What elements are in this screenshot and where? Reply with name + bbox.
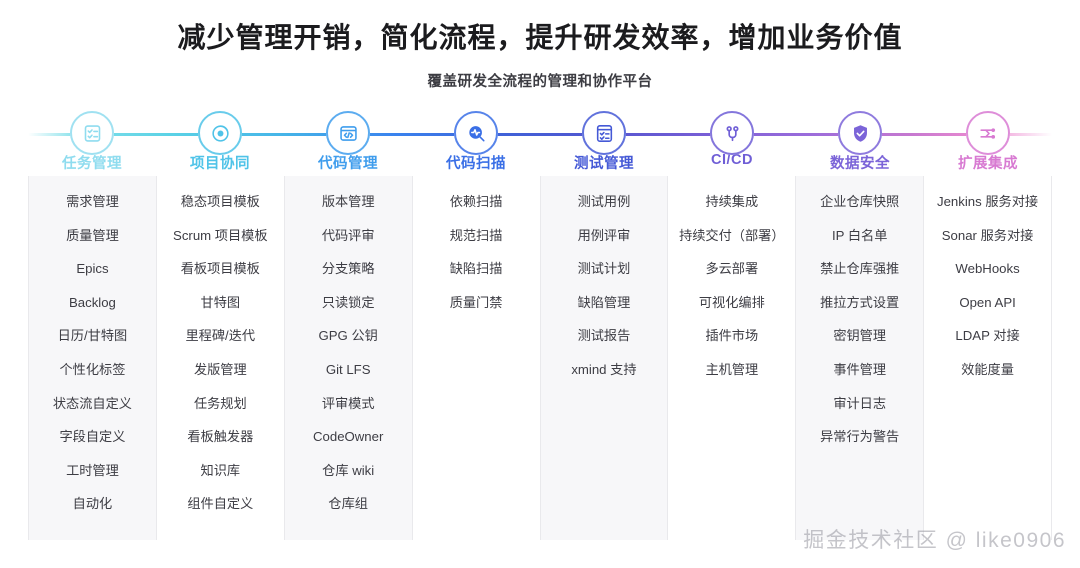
- feature-item[interactable]: xmind 支持: [571, 361, 637, 377]
- feature-column-6: 持续集成持续交付（部署） 多云部署可视化编排插件市场主机管理: [668, 176, 797, 540]
- feature-item[interactable]: 组件自定义: [187, 496, 254, 512]
- feature-item[interactable]: 效能度量: [961, 361, 1014, 377]
- feature-item[interactable]: WebHooks: [955, 261, 1020, 277]
- feature-item[interactable]: 字段自定义: [59, 429, 126, 445]
- shield-check-icon: [838, 111, 882, 155]
- feature-item[interactable]: CodeOwner: [313, 429, 384, 445]
- timeline-node-5[interactable]: [540, 105, 668, 167]
- feature-item[interactable]: 插件市场: [705, 328, 759, 344]
- feature-item[interactable]: 知识库: [200, 462, 241, 478]
- feature-item[interactable]: 缺陷扫描: [449, 261, 503, 277]
- feature-item[interactable]: 缺陷管理: [577, 294, 631, 310]
- feature-item[interactable]: 可视化编排: [698, 294, 765, 310]
- feature-item[interactable]: IP 白名单: [831, 227, 888, 243]
- feature-item[interactable]: 事件管理: [833, 361, 887, 377]
- clipboard-test-icon: [582, 111, 626, 155]
- feature-item[interactable]: 状态流自定义: [52, 395, 132, 411]
- target-circle-icon: [198, 111, 242, 155]
- feature-item[interactable]: 发版管理: [193, 361, 247, 377]
- feature-item[interactable]: 企业仓库快照: [820, 194, 900, 209]
- feature-item[interactable]: 依赖扫描: [449, 194, 503, 209]
- feature-item[interactable]: LDAP 对接: [955, 328, 1020, 344]
- feature-item[interactable]: Jenkins 服务对接: [936, 194, 1039, 209]
- feature-item[interactable]: 评审模式: [321, 395, 375, 411]
- feature-item[interactable]: 禁止仓库强推: [820, 261, 900, 277]
- feature-item[interactable]: 质量管理: [66, 227, 119, 243]
- feature-item[interactable]: 版本管理: [321, 194, 375, 209]
- stage-label-6[interactable]: CI/CD: [711, 152, 753, 168]
- feature-item[interactable]: 分支策略: [321, 261, 375, 277]
- stage-label-2[interactable]: 项目协同: [190, 156, 250, 172]
- stage-label-8[interactable]: 扩展集成: [958, 156, 1018, 172]
- feature-item[interactable]: 测试报告: [577, 328, 631, 344]
- feature-item[interactable]: 测试用例: [577, 194, 631, 209]
- feature-item[interactable]: 个性化标签: [59, 361, 126, 377]
- feature-item[interactable]: 测试计划: [577, 261, 631, 277]
- feature-item[interactable]: 质量门禁: [449, 294, 503, 310]
- stage-label-7[interactable]: 数据安全: [830, 156, 890, 172]
- feature-item[interactable]: 持续集成: [705, 194, 759, 209]
- feature-item[interactable]: 异常行为警告: [820, 429, 900, 445]
- feature-item[interactable]: Backlog: [68, 294, 116, 310]
- feature-item[interactable]: 审计日志: [833, 395, 887, 411]
- feature-item[interactable]: 密钥管理: [833, 328, 887, 344]
- feature-column-2: 稳态项目模板 Scrum 项目模板看板项目模板甘特图里程碑/迭代发版管理任务规划看…: [156, 176, 285, 540]
- feature-item[interactable]: 主机管理: [705, 361, 759, 377]
- page-subtitle: 覆盖研发全流程的管理和协作平台: [427, 74, 653, 90]
- feature-item[interactable]: 甘特图: [200, 294, 241, 310]
- stage-label-row: 任务管理 项目协同 代码管理 代码扫描 测试管理 CI/CD 数据安全 扩展集成: [28, 152, 1052, 173]
- feature-item[interactable]: 稳态项目模板: [180, 194, 260, 209]
- feature-item[interactable]: 规范扫描: [449, 227, 503, 243]
- timeline-rail: [28, 133, 1052, 136]
- scan-magnifier-pulse-icon: [454, 111, 498, 155]
- feature-item[interactable]: Sonar 服务对接: [941, 227, 1034, 243]
- feature-item[interactable]: 只读锁定: [321, 294, 375, 310]
- feature-item[interactable]: 需求管理: [66, 194, 119, 209]
- code-brackets-icon: [326, 111, 370, 155]
- timeline-node-4[interactable]: [412, 105, 540, 167]
- feature-item[interactable]: 推拉方式设置: [820, 294, 900, 310]
- feature-item[interactable]: 工时管理: [66, 462, 119, 478]
- task-checklist-icon: [70, 111, 114, 155]
- feature-column-3: 版本管理代码评审分支策略只读锁定 GPG 公钥 Git LFS 评审模式 CodeOwn…: [284, 176, 413, 540]
- feature-item[interactable]: 持续交付（部署）: [679, 227, 785, 243]
- feature-column-7: 企业仓库快照 IP 白名单禁止仓库强推推拉方式设置密钥管理事件管理审计日志异常行为…: [796, 176, 925, 540]
- stage-timeline: [28, 105, 1052, 167]
- feature-item[interactable]: Epics: [76, 261, 109, 277]
- feature-item[interactable]: 看板触发器: [187, 429, 254, 445]
- stage-label-1[interactable]: 任务管理: [62, 156, 122, 172]
- page-title: 减少管理开销，简化流程，提升研发效率，增加业务价值: [177, 22, 903, 53]
- timeline-node-row: [28, 105, 1052, 167]
- timeline-node-3[interactable]: [284, 105, 412, 167]
- network-nodes-icon: [966, 111, 1010, 155]
- feature-item[interactable]: 仓库组: [328, 496, 368, 512]
- stage-label-4[interactable]: 代码扫描: [446, 156, 506, 172]
- feature-item[interactable]: 用例评审: [577, 227, 631, 243]
- feature-item[interactable]: 里程碑/迭代: [185, 328, 256, 344]
- feature-item[interactable]: 代码评审: [321, 227, 375, 243]
- feature-item[interactable]: Git LFS: [325, 361, 371, 377]
- timeline-node-8[interactable]: [924, 105, 1052, 167]
- feature-item[interactable]: 任务规划: [193, 395, 247, 411]
- feature-item[interactable]: 自动化: [72, 496, 113, 512]
- timeline-node-1[interactable]: [28, 105, 156, 167]
- stage-label-5[interactable]: 测试管理: [574, 156, 634, 172]
- timeline-node-2[interactable]: [156, 105, 284, 167]
- timeline-node-7[interactable]: [796, 105, 924, 167]
- pipeline-icon: [710, 111, 754, 155]
- feature-item[interactable]: 日历/甘特图: [57, 328, 128, 344]
- feature-item[interactable]: 仓库 wiki: [322, 462, 375, 478]
- timeline-node-6[interactable]: [668, 105, 796, 167]
- feature-item[interactable]: Open API: [959, 294, 1016, 310]
- feature-item[interactable]: 看板项目模板: [180, 261, 260, 277]
- stage-label-3[interactable]: 代码管理: [318, 156, 378, 172]
- feature-item[interactable]: GPG 公钥: [318, 328, 378, 344]
- feature-column-5: 测试用例用例评审测试计划缺陷管理测试报告 xmind 支持: [540, 176, 669, 540]
- feature-item[interactable]: Scrum 项目模板: [173, 227, 268, 243]
- feature-item[interactable]: 多云部署: [705, 261, 759, 277]
- feature-column-4: 依赖扫描规范扫描缺陷扫描质量门禁: [412, 176, 541, 540]
